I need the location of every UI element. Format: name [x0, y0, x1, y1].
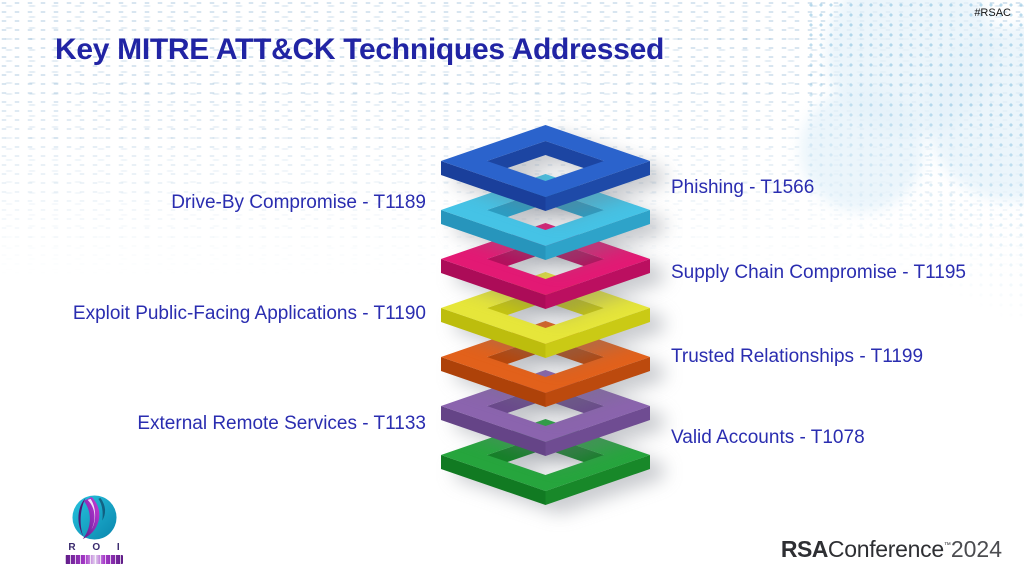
- technique-label-left-1: Exploit Public-Facing Applications - T11…: [72, 303, 426, 324]
- decorative-circle: [826, 0, 996, 136]
- technique-label-right-1: Supply Chain Compromise - T1195: [671, 262, 966, 283]
- roi-logo: R O I: [58, 494, 130, 564]
- rsa-conference-logo: RSAConference™2024: [781, 536, 1002, 563]
- rsa-wordmark: RSA: [780, 536, 829, 562]
- layer-face: [487, 141, 604, 175]
- layer-face: [545, 161, 650, 211]
- decorative-circle: [800, 88, 924, 212]
- technique-label-right-2: Trusted Relationships - T1199: [671, 346, 924, 367]
- layer-face: [441, 455, 546, 505]
- layer-face: [545, 308, 650, 358]
- layer-face: [441, 308, 546, 358]
- layer-face: [545, 357, 650, 407]
- layer-face: [441, 210, 546, 260]
- technique-label-left-2: External Remote Services - T1133: [137, 413, 426, 434]
- layer-face: [441, 161, 546, 211]
- technique-label-right-0: Phishing - T1566: [671, 177, 815, 198]
- layer-face: [545, 455, 650, 505]
- roi-logo-banner: [65, 555, 123, 564]
- layer-top-face: [441, 125, 650, 197]
- layer-face: [545, 406, 650, 456]
- conference-wordmark: Conference: [827, 536, 944, 562]
- slide-title: Key MITRE ATT&CK Techniques Addressed: [55, 33, 664, 66]
- layer-face: [441, 259, 546, 309]
- trademark-symbol: ™: [943, 542, 951, 549]
- technique-stack-diagram: [441, 125, 650, 506]
- layer-face: [441, 357, 546, 407]
- rsac-hashtag: #RSAC: [974, 7, 1011, 19]
- layer-face: [545, 210, 650, 260]
- layer-face: [441, 406, 546, 456]
- roi-logo-emblem: [71, 495, 117, 540]
- decorative-circle: [926, 26, 1024, 202]
- technique-label-left-0: Drive-By Compromise - T1189: [171, 192, 426, 213]
- roi-logo-text: R O I: [68, 542, 127, 553]
- conference-year: 2024: [950, 536, 1002, 562]
- technique-label-right-3: Valid Accounts - T1078: [671, 427, 865, 448]
- stack-layer-blue: [441, 125, 650, 211]
- layer-face: [545, 259, 650, 309]
